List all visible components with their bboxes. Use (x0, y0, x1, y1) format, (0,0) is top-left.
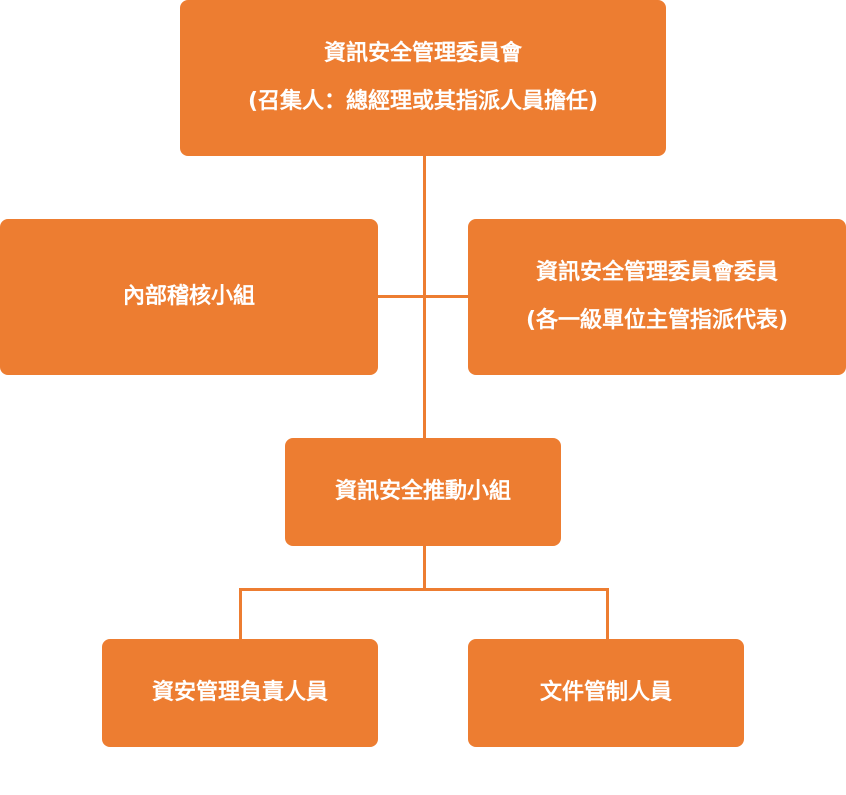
committee-members-subtitle: (各一級單位主管指派代表) (525, 308, 789, 333)
document-staff-title: 文件管制人員 (539, 680, 672, 705)
promotion-group-box: 資訊安全推動小組 (285, 438, 561, 546)
audit-group-title: 內部稽核小組 (122, 284, 255, 309)
connector-trunk-bottom (423, 544, 426, 590)
document-staff-box: 文件管制人員 (468, 639, 744, 747)
audit-group-box: 內部稽核小組 (0, 219, 378, 375)
committee-members-box: 資訊安全管理委員會委員 (各一級單位主管指派代表) (468, 219, 846, 375)
promotion-group-title: 資訊安全推動小組 (334, 479, 511, 504)
connector-drop-right (606, 588, 609, 640)
committee-members-title: 資訊安全管理委員會委員 (535, 260, 778, 285)
committee-subtitle: (召集人：總經理或其指派人員擔任) (247, 89, 599, 114)
security-staff-title: 資安管理負責人員 (151, 680, 328, 705)
committee-title: 資訊安全管理委員會 (323, 41, 522, 66)
security-staff-box: 資安管理負責人員 (102, 639, 378, 747)
connector-bottom-horizontal (239, 588, 609, 591)
connector-drop-left (239, 588, 242, 640)
connector-middle-horizontal (376, 295, 470, 298)
committee-box: 資訊安全管理委員會 (召集人：總經理或其指派人員擔任) (180, 0, 666, 156)
